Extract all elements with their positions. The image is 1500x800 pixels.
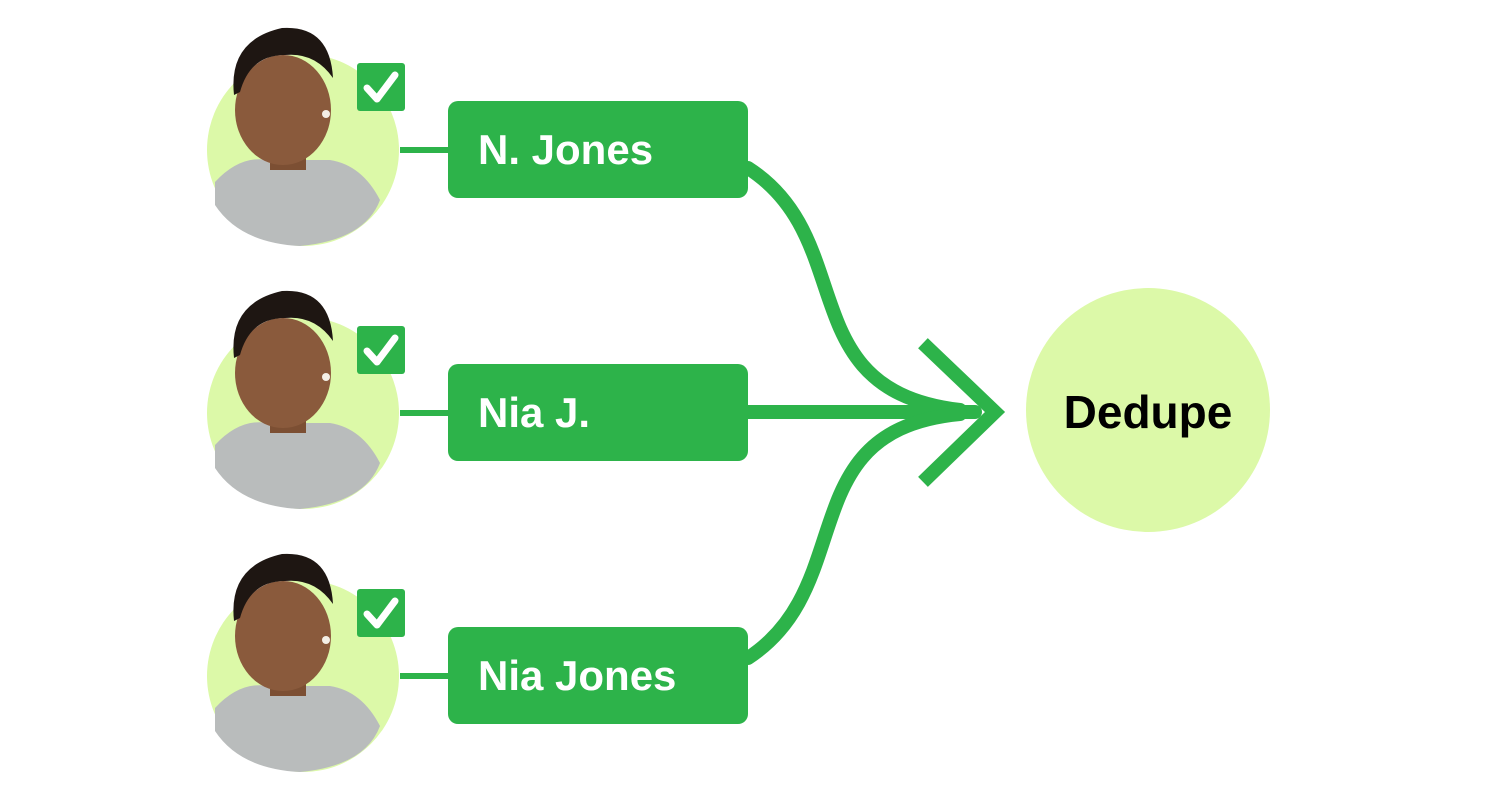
avatar-hoodie [215,685,380,772]
check-badge [357,63,405,111]
arrow-head-icon [918,338,1006,487]
flow-lines [741,161,982,665]
checkmark-icon [363,597,399,629]
person-photo-avatar-icon [215,553,380,772]
name-chip [448,101,748,198]
name-chip-label: Nia Jones [478,652,676,699]
check-badge [357,589,405,637]
avatar-head [235,55,331,165]
avatar-earring [322,373,330,381]
flow-line-bottom [741,407,967,665]
avatar-hair [233,27,333,95]
person-photo-avatar-icon [215,290,380,509]
record-row-3: Nia Jones [207,553,748,772]
dedupe-target-label: Dedupe [1064,386,1233,438]
name-chip-label: Nia J. [478,389,590,436]
checkmark-icon [363,334,399,366]
avatar-hair [233,553,333,621]
check-badge [357,326,405,374]
person-photo-avatar-icon [215,27,380,246]
record-row-2: Nia J. [207,290,748,509]
avatar-hoodie [215,159,380,246]
avatar-hair [233,290,333,358]
avatar-earring [322,110,330,118]
avatar-earring [322,636,330,644]
flow-line-top [741,161,967,417]
avatar-head [235,318,331,428]
record-row-1: N. Jones [207,27,748,246]
name-chip [448,364,748,461]
avatar-head [235,581,331,691]
dedupe-target-circle [1026,288,1270,532]
avatar-hoodie [215,422,380,509]
dedupe-target: Dedupe [1026,288,1270,532]
name-chip-label: N. Jones [478,126,653,173]
checkmark-icon [363,71,399,103]
name-chip [448,627,748,724]
